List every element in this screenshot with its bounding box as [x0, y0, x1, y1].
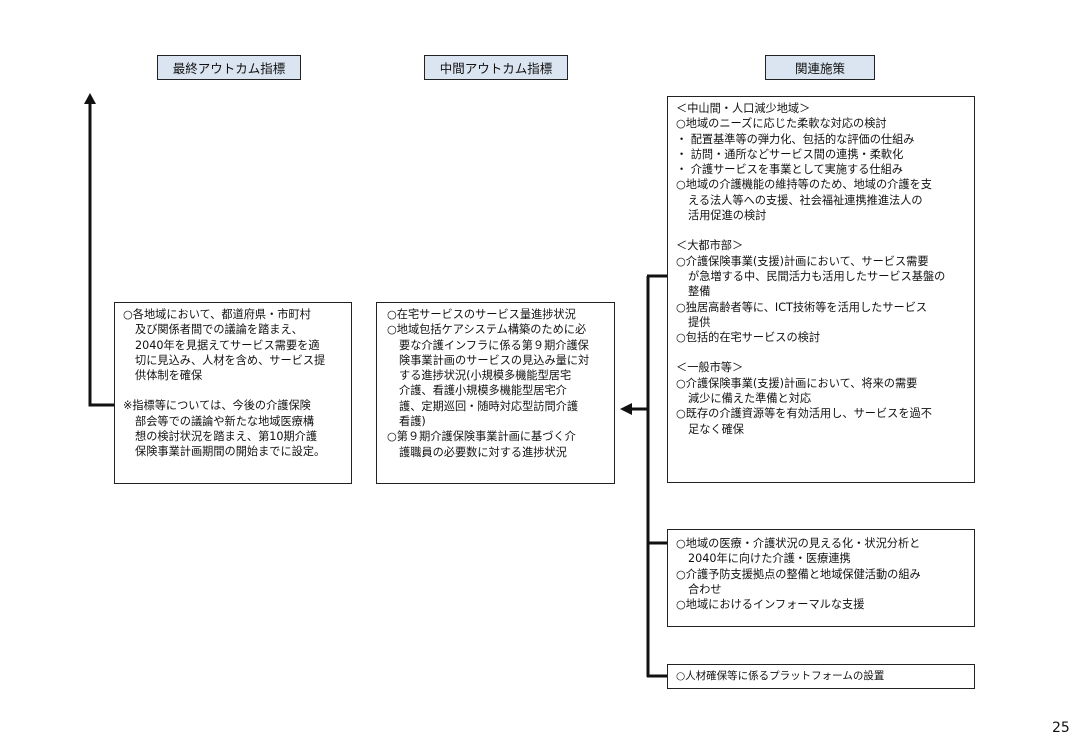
- header-final-outcome: 最終アウトカム指標: [157, 55, 301, 80]
- middle-line-5: する進捗状況(小規模多機能型居宅: [399, 369, 572, 383]
- middle-line-9: ○第９期介護保険事業計画に基づく介: [387, 430, 576, 444]
- middle-line-8: 看護): [399, 415, 426, 429]
- box2-line-2: 2040年に向けた介護・医療連携: [688, 552, 851, 566]
- middle-line-1: ○在宅サービスのサービス量進捗状況: [387, 308, 576, 321]
- middle-line-3: 要な介護インフラに係る第９期介護保: [399, 338, 589, 352]
- section-title-mountain: ＜中山間・人口減少地域＞: [676, 102, 811, 115]
- metro-line-6: ○包括的在宅サービスの検討: [676, 331, 821, 345]
- mountain-line-6: える法人等への支援、社会福祉連携推進法人の: [688, 193, 923, 207]
- middle-line-4: 険事業計画のサービスの見込み量に対: [399, 353, 590, 367]
- middle-line-7: 護、定期巡回・随時対応型訪問介護: [399, 399, 579, 413]
- mountain-line-2: ・ 配置基準等の弾力化、包括的な評価の仕組み: [676, 132, 915, 146]
- final-note-line-2: 部会等での議論や新たな地域医療構: [135, 414, 315, 428]
- mountain-line-7: 活用促進の検討: [688, 209, 767, 223]
- final-up-arrow: [88, 102, 114, 407]
- metro-line-4: ○独居高齢者等に、ICT技術等を活用したサービス: [676, 300, 928, 314]
- final-note-line-3: 想の検討状況を踏まえ、第10期介護: [135, 430, 318, 444]
- general-line-4: 足なく確保: [688, 422, 744, 436]
- final-note-line-1: ※指標等については、今後の介護保険: [123, 399, 311, 413]
- box2-line-3: ○介護予防支援拠点の整備と地域保健活動の組み: [676, 567, 921, 581]
- header-middle-outcome: 中間アウトカム指標: [424, 55, 568, 80]
- general-line-1: ○介護保険事業(支援)計画において、将来の需要: [676, 376, 918, 390]
- mountain-line-4: ・ 介護サービスを事業として実施する仕組み: [676, 163, 903, 177]
- final-note-line-4: 保険事業計画期間の開始までに設定。: [135, 445, 326, 459]
- middle-line-6: 介護、看護小規模多機能型居宅介: [399, 384, 567, 398]
- general-line-2: 減少に備えた準備と対応: [688, 392, 812, 406]
- general-line-3: ○既存の介護資源等を有効活用し、サービスを過不: [676, 407, 932, 421]
- related-measures-box-2: ○地域の医療・介護状況の見える化・状況分析と 2040年に向けた介護・医療連携 …: [667, 529, 975, 627]
- final-line-5: 供体制を確保: [135, 369, 203, 383]
- metro-line-3: 整備: [688, 285, 711, 299]
- page-number: 25: [1052, 720, 1070, 736]
- middle-line-2: ○地域包括ケアシステム構築のために必: [387, 323, 587, 337]
- related-measures-box-3: ○人材確保等に係るプラットフォームの設置: [667, 664, 975, 689]
- box2-line-4: 合わせ: [688, 582, 722, 596]
- final-outcome-box: ○各地域において、都道府県・市町村 及び関係者間での議論を踏まえ、 2040年を…: [114, 302, 352, 484]
- box2-line-5: ○地域におけるインフォーマルな支援: [676, 598, 865, 612]
- section-title-metro: ＜大都市部＞: [676, 239, 744, 253]
- metro-line-5: 提供: [688, 315, 711, 329]
- metro-line-1: ○介護保険事業(支援)計画において、サービス需要: [676, 254, 929, 268]
- box2-line-1: ○地域の医療・介護状況の見える化・状況分析と: [676, 537, 921, 550]
- related-to-middle-arrowhead: [620, 403, 632, 415]
- mountain-line-1: ○地域のニーズに応じた柔軟な対応の検討: [676, 117, 887, 131]
- middle-outcome-box: ○在宅サービスのサービス量進捗状況 ○地域包括ケアシステム構築のために必 要な介…: [376, 302, 615, 484]
- final-up-arrowhead: [84, 93, 96, 104]
- final-line-3: 2040年を見据えてサービス需要を適: [135, 338, 320, 352]
- mountain-line-5: ○地域の介護機能の維持等のため、地域の介護を支: [676, 178, 932, 192]
- mountain-line-3: ・ 訪問・通所などサービス間の連携・柔軟化: [676, 147, 904, 161]
- final-line-2: 及び関係者間での議論を踏まえ、: [135, 323, 303, 337]
- final-line-4: 切に見込み、人材を含め、サービス提: [135, 353, 326, 367]
- header-related-measures: 関連施策: [765, 55, 875, 80]
- section-title-general-city: ＜一般市等＞: [676, 361, 744, 375]
- box3-line-1: ○人材確保等に係るプラットフォームの設置: [676, 670, 885, 682]
- related-measures-box-1: ＜中山間・人口減少地域＞ ○地域のニーズに応じた柔軟な対応の検討 ・ 配置基準等…: [667, 96, 975, 483]
- metro-line-2: が急増する中、民間活力も活用したサービス基盤の: [688, 269, 946, 283]
- middle-line-10: 護職員の必要数に対する進捗状況: [399, 445, 567, 459]
- final-line-1: ○各地域において、都道府県・市町村: [123, 308, 311, 321]
